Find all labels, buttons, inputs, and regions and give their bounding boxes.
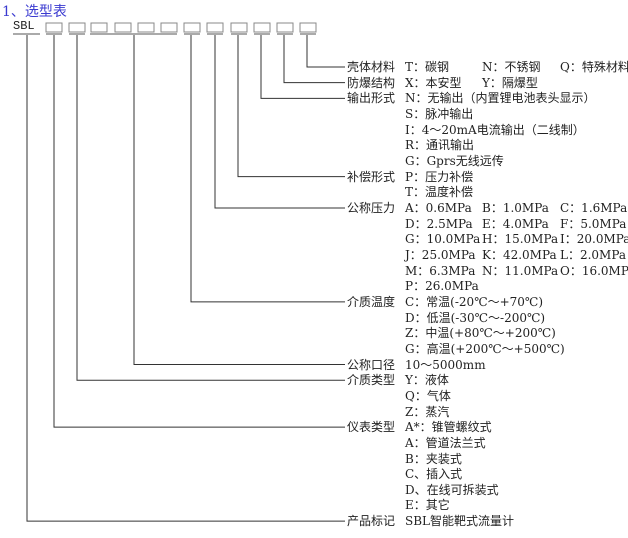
code-box (90, 22, 108, 33)
option-value: Z：蒸汽 (405, 404, 450, 419)
code-box (183, 22, 201, 33)
option-value: B：1.0MPa (482, 200, 549, 215)
option-value: N：无输出（内置锂电池表头显示） (405, 91, 596, 106)
code-box (114, 22, 132, 33)
field-label: 仪表类型 (347, 420, 396, 435)
code-box (299, 22, 317, 33)
option-value: D：低温(-30℃～-200℃) (405, 310, 546, 325)
option-value: N：不锈钢 (482, 60, 541, 74)
connector-line (190, 35, 345, 303)
option-value: O：16.0MPa (560, 263, 628, 278)
option-value: C：1.6MPa (560, 200, 628, 215)
code-box (68, 22, 86, 33)
field-label: 公称口径 (347, 357, 396, 372)
option-value: L：2.0MPa (560, 247, 627, 262)
option-value: Z：中温(+80℃～+200℃) (405, 326, 556, 341)
option-value: 10～5000mm (405, 357, 486, 372)
option-value: Q：特殊材料 (560, 60, 628, 74)
connector-line (283, 35, 345, 84)
option-value: M：6.3MPa (405, 263, 476, 278)
option-value: Q：气体 (405, 388, 451, 403)
connector-line (306, 35, 345, 68)
field-label: 介质温度 (347, 294, 396, 309)
code-box (160, 22, 178, 33)
field-label: 公称压力 (347, 200, 396, 215)
code-box (137, 22, 155, 33)
option-value: B：夹装式 (405, 451, 462, 466)
option-value: I：20.0MPa (560, 232, 628, 247)
option-value: G：10.0MPa (405, 232, 481, 247)
connector-line (53, 35, 345, 428)
field-label: 壳体材料 (347, 60, 396, 74)
option-value: T：温度补偿 (405, 185, 474, 200)
option-value: T：碳钢 (405, 60, 450, 74)
option-value: X：本安型 (405, 75, 462, 90)
option-value: A*：锥管螺纹式 (405, 420, 492, 435)
option-value: S：脉冲输出 (405, 106, 474, 121)
code-box (230, 22, 248, 33)
option-value: A：0.6MPa (405, 200, 472, 215)
connector-line (214, 35, 345, 209)
connector-line (76, 35, 345, 381)
field-label: 防爆结构 (347, 75, 396, 90)
field-label: 输出形式 (347, 91, 396, 106)
code-box (206, 22, 224, 33)
option-value: A：管道法兰式 (405, 435, 486, 450)
option-value: F：5.0MPa (560, 216, 627, 231)
option-value: D、在线可拆装式 (405, 482, 499, 497)
field-label: 介质类型 (347, 373, 396, 388)
option-value: G：Gprs无线远传 (405, 153, 504, 168)
option-value: D：2.5MPa (405, 216, 473, 231)
option-value: R：通讯输出 (405, 138, 475, 153)
option-value: H：15.0MPa (482, 232, 559, 247)
code-box (253, 22, 271, 33)
option-value: E：其它 (405, 498, 450, 513)
code-box (45, 22, 63, 33)
connector-line (260, 35, 345, 99)
connector-line (237, 35, 345, 178)
section-title: 1、选型表 (2, 4, 67, 20)
field-label: 补偿形式 (347, 169, 396, 184)
option-value: K：42.0MPa (482, 247, 557, 262)
option-value: G：高温(+200℃～+500℃) (405, 341, 565, 356)
field-label: 产品标记 (347, 514, 396, 529)
option-value: I：4～20mA电流输出（二线制） (405, 122, 585, 137)
option-value: Y：液体 (405, 373, 449, 388)
connector-line (133, 35, 345, 366)
connector-line (26, 35, 345, 522)
option-value: E：4.0MPa (482, 216, 549, 231)
model-prefix: SBL (13, 19, 35, 33)
option-value: C：常温(-20℃～+70℃) (405, 294, 544, 309)
option-value: SBL智能靶式流量计 (405, 514, 515, 529)
code-box (276, 22, 294, 33)
option-value: N：11.0MPa (482, 263, 559, 278)
option-value: J：25.0MPa (405, 247, 476, 262)
option-value: P：压力补偿 (405, 169, 474, 184)
option-value: C、插入式 (405, 467, 463, 482)
option-value: Y：隔爆型 (482, 75, 538, 90)
option-value: P：26.0MPa (405, 279, 479, 294)
